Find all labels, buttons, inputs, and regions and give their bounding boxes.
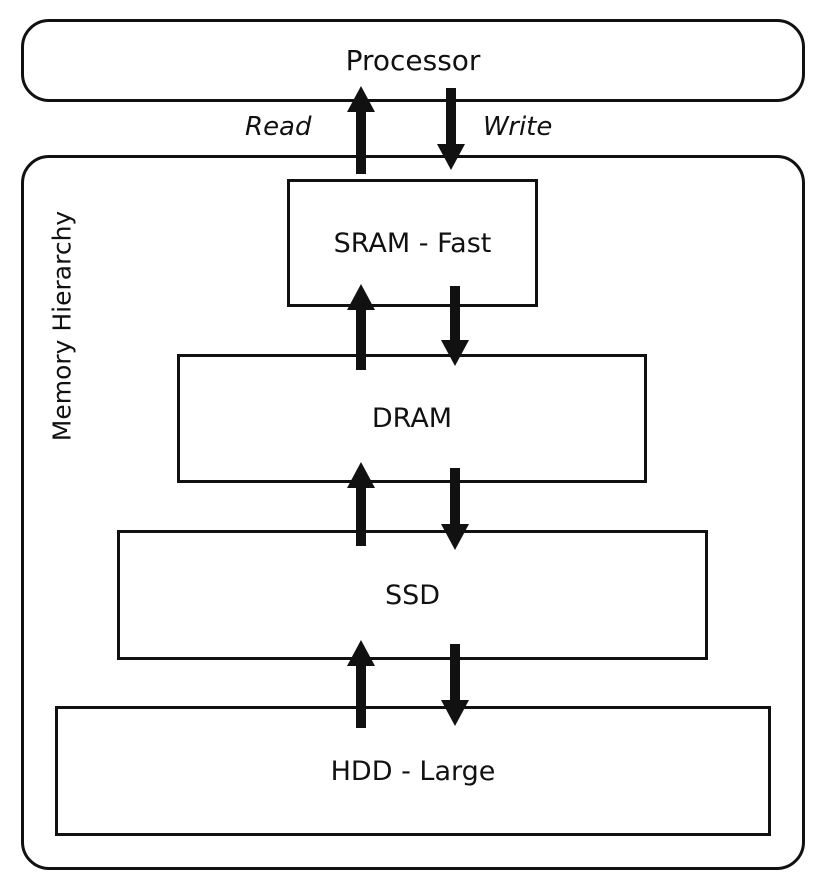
ssd-label: SSD xyxy=(384,579,441,611)
read-arrow-up-icon xyxy=(347,284,375,370)
dram-label: DRAM xyxy=(371,403,453,434)
read-label: Read xyxy=(245,112,312,142)
write-arrow-down-icon xyxy=(441,644,469,726)
write-arrow-down-icon xyxy=(441,468,469,550)
ssd-box: SSD xyxy=(117,530,708,660)
read-arrow-up-icon xyxy=(347,462,375,546)
sram-box: SRAM - Fast xyxy=(287,179,538,307)
sram-label: SRAM - Fast xyxy=(333,227,492,259)
hdd-box: HDD - Large xyxy=(55,706,771,836)
read-arrow-up-icon xyxy=(347,640,375,728)
dram-box: DRAM xyxy=(177,354,647,483)
read-arrow-up-icon xyxy=(347,86,375,174)
hdd-label: HDD - Large xyxy=(330,755,496,787)
processor-label: Processor xyxy=(345,44,481,77)
processor-box: Processor xyxy=(21,19,805,102)
write-arrow-down-icon xyxy=(437,88,465,170)
write-label: Write xyxy=(483,112,553,142)
write-arrow-down-icon xyxy=(441,286,469,366)
